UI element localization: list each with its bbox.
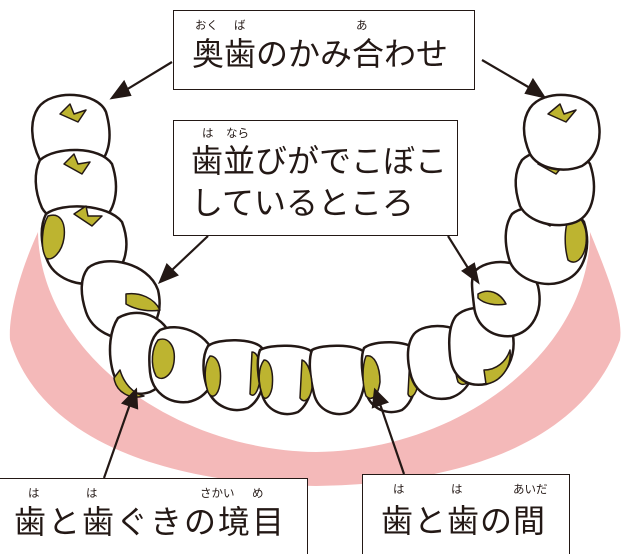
ruby-nara: なら	[226, 126, 249, 140]
ruby-oku: おく	[195, 18, 218, 32]
label-molar-occlusion: おく ば あ 奥歯のかみ合わせ	[173, 10, 475, 90]
left-front-teeth	[80, 260, 217, 404]
ruby-sakai: さかい	[200, 486, 235, 500]
label-between-teeth: は は あいだ 歯と歯の間	[362, 474, 570, 554]
pointer-arrows	[102, 59, 547, 479]
left-molars	[31, 93, 128, 286]
gum	[9, 232, 621, 486]
ruby-me: め	[252, 486, 264, 500]
ruby-ha-1: は	[393, 482, 405, 496]
ruby-ha-1: は	[28, 486, 40, 500]
label-gumline: は は さかい め 歯と歯ぐきの境目	[0, 478, 308, 554]
right-molars	[504, 93, 601, 286]
ruby-ha-2: は	[86, 486, 98, 500]
arrow-between	[378, 403, 406, 475]
arrow-molars-left	[125, 61, 173, 91]
arrow-molars-right	[481, 59, 531, 89]
ruby-ha-2: は	[451, 482, 463, 496]
label-molar-occlusion-text: 奥歯のかみ合わせ	[192, 35, 449, 73]
teeth	[31, 93, 601, 416]
label-uneven-alignment: は なら 歯並びがでこぼこ しているところ	[173, 120, 458, 236]
arrow-uneven-right	[447, 235, 469, 269]
ruby-ba: ば	[234, 18, 246, 32]
front-incisors	[202, 339, 420, 416]
label-uneven-line2: しているところ	[191, 184, 415, 222]
ruby-aida: あいだ	[513, 482, 548, 496]
label-gumline-text: 歯と歯ぐきの境目	[14, 503, 287, 541]
label-uneven-line1: 歯並びがでこぼこ	[191, 142, 448, 180]
ruby-ha: は	[202, 126, 214, 140]
label-between-text: 歯と歯の間	[381, 502, 547, 540]
arrow-gumline	[102, 403, 132, 479]
arrow-uneven-left	[171, 235, 209, 271]
ruby-a: あ	[356, 18, 368, 32]
